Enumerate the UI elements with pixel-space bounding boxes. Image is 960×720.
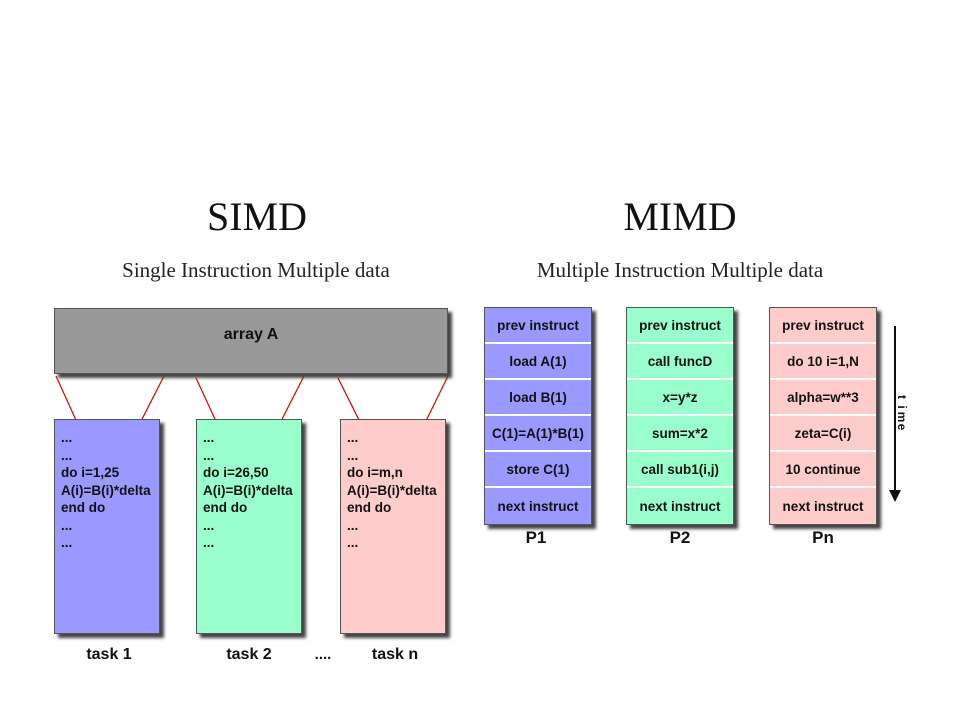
task-code-line: do i=1,25 <box>61 465 120 480</box>
time-arrow-head <box>889 490 901 502</box>
task-1-label: task 1 <box>86 646 132 663</box>
task-code-line: ... <box>203 517 215 533</box>
task-code-line: ... <box>347 447 359 463</box>
task-code-line: end do <box>61 500 106 515</box>
p2-label: P2 <box>669 528 691 547</box>
task-code-line: ... <box>203 430 215 445</box>
pn-label: Pn <box>812 528 834 547</box>
task-code-line: A(i)=B(i)*delta <box>347 482 437 498</box>
instruction-cell: 10 continue <box>770 452 876 488</box>
task-code-line: ... <box>61 430 73 445</box>
instruction-cell: zeta=C(i) <box>770 416 876 452</box>
p1-label: P1 <box>525 528 547 547</box>
mimd-subtitle: Multiple Instruction Multiple data <box>536 258 824 282</box>
instruction-cell: C(1)=A(1)*B(1) <box>485 416 591 452</box>
task-code-line: ... <box>347 517 359 533</box>
task-code-line: ... <box>61 535 73 550</box>
simd-title: SIMD <box>206 194 308 239</box>
instruction-cell: load A(1) <box>485 344 591 380</box>
task-code-line: do i=26,50 <box>203 465 269 480</box>
task-n-label: task n <box>371 646 419 663</box>
instruction-cell: store C(1) <box>485 452 591 488</box>
instruction-cell: prev instruct <box>770 308 876 344</box>
array-a-label: array A <box>223 326 279 343</box>
instruction-cell: do 10 i=1,N <box>770 344 876 380</box>
simd-subtitle: Single Instruction Multiple data <box>122 258 390 282</box>
instruction-cell: next instruct <box>485 488 591 524</box>
task-ellipsis: .... <box>314 646 332 663</box>
instruction-cell: sum=x*2 <box>627 416 733 452</box>
task-code-line: A(i)=B(i)*delta <box>61 482 151 498</box>
task-2-label: task 2 <box>226 646 272 663</box>
task-code-line: end do <box>203 500 248 515</box>
task-code-line: ... <box>347 535 359 550</box>
instruction-cell: load B(1) <box>485 380 591 416</box>
task-code-line: ... <box>347 430 359 445</box>
instruction-cell: x=y*z <box>627 380 733 416</box>
task-code-line: ... <box>203 447 215 463</box>
task-code-line: ... <box>61 517 73 533</box>
task-code-line: ... <box>61 447 73 463</box>
task-code-line: A(i)=B(i)*delta <box>203 482 293 498</box>
instruction-cell: call sub1(i,j) <box>627 452 733 488</box>
instruction-cell: next instruct <box>770 488 876 524</box>
task-code-line: do i=m,n <box>347 465 403 480</box>
array-a-box: array A <box>54 308 448 374</box>
instruction-cell: prev instruct <box>627 308 733 344</box>
instruction-cell: call funcD <box>627 344 733 380</box>
task-code-line: end do <box>347 500 392 515</box>
instruction-cell: alpha=w**3 <box>770 380 876 416</box>
instruction-cell: prev instruct <box>485 308 591 344</box>
instruction-cell: next instruct <box>627 488 733 524</box>
mimd-title: MIMD <box>623 194 737 239</box>
time-label-letter: e <box>895 423 909 431</box>
task-code-line: ... <box>203 535 215 550</box>
